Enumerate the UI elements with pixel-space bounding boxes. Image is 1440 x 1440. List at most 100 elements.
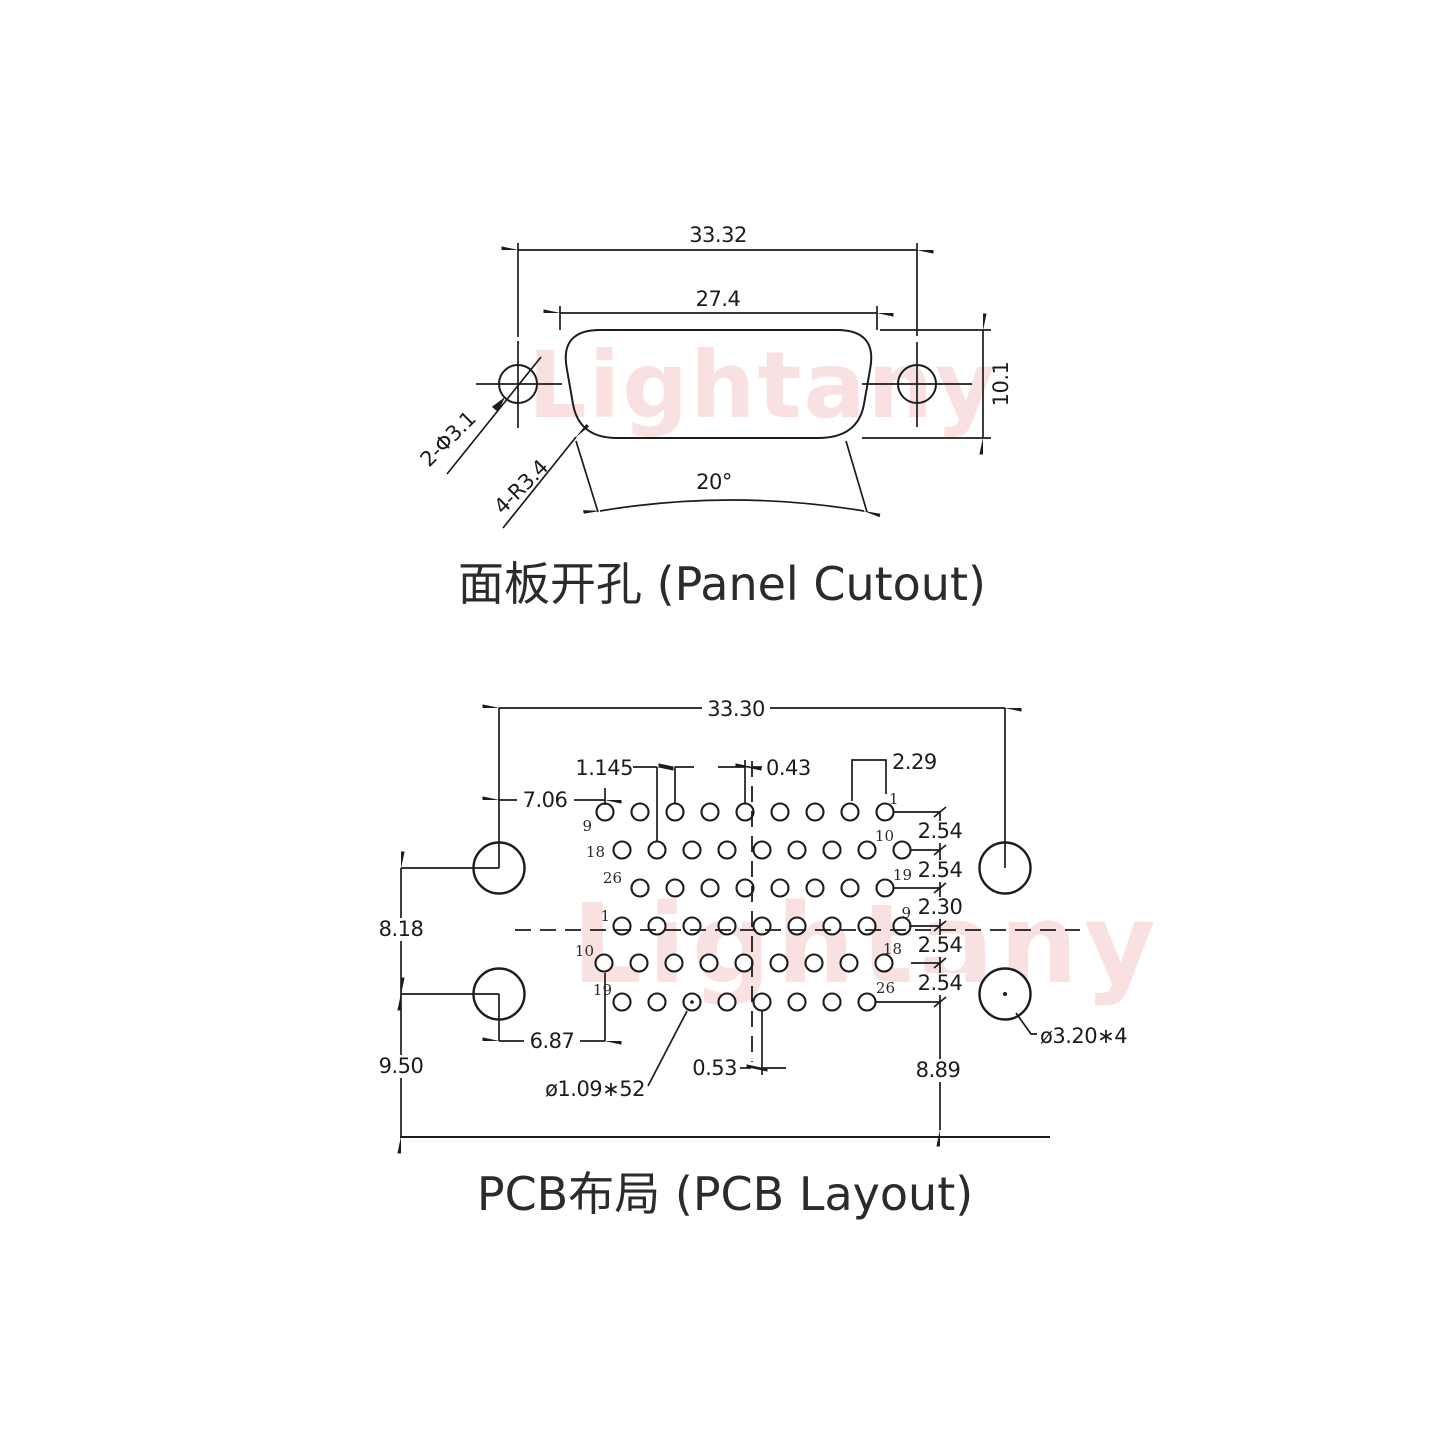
pin-hole [840, 878, 860, 898]
pin-hole [822, 916, 842, 936]
pin-hole [699, 953, 719, 973]
pin-hole [612, 916, 632, 936]
text-backer [376, 918, 426, 941]
dim-text-8-89: 8.89 [916, 1058, 961, 1082]
pin-hole [647, 916, 667, 936]
pin-hole [717, 916, 737, 936]
pin-label-left-row6: 19 [593, 981, 612, 999]
pin-label-right-row3: 19 [893, 866, 912, 884]
dim-text-spacing-5: 2.54 [918, 971, 963, 995]
mount-hole-leader [1015, 1012, 1037, 1035]
dim-text-0-53: 0.53 [692, 1056, 737, 1080]
pin-label-left-row3: 26 [603, 869, 622, 887]
pin-hole [787, 992, 807, 1012]
pin-hole [665, 878, 685, 898]
callout-corner-radius: 4-R3.4 [489, 437, 576, 529]
dim-text-33-32: 33.32 [689, 223, 747, 247]
dim-text-33-30: 33.30 [707, 697, 765, 721]
pin-hole [752, 992, 772, 1012]
dim-27-4: 27.4 [560, 287, 877, 330]
dim-text-2-29: 2.29 [892, 750, 937, 774]
dim-0-43 [718, 760, 762, 803]
pin-hole [735, 802, 755, 822]
pcb-layout-drawing: 33.30 7.06 1.145 0.43 2.29 2.54 2.54 2.3… [376, 697, 1128, 1221]
text-backer [376, 1055, 426, 1078]
pin-hole [805, 802, 825, 822]
dim-text-9-50: 9.50 [379, 1054, 424, 1078]
pin-label-right-row1: 1 [889, 790, 899, 808]
watermark-bottom: Lightany [572, 880, 1162, 1008]
pin-label-right-row2: 10 [875, 827, 894, 845]
text-backer [915, 973, 965, 995]
pin-hole [682, 916, 702, 936]
pin-hole [595, 802, 615, 822]
text-backer [913, 1059, 964, 1082]
pin-hole-center-dot [690, 1000, 694, 1004]
callout-text-mount-holes: ø3.20∗4 [1040, 1024, 1127, 1048]
dim-text-8-18: 8.18 [379, 917, 424, 941]
callout-text-2-phi3-1: 2-Φ3.1 [416, 407, 481, 472]
dim-33-32: 33.32 [518, 223, 917, 337]
pin-hole [822, 840, 842, 860]
pin-hole [839, 953, 859, 973]
dsub-cutout-outline [564, 329, 873, 439]
pin-label-left-row1: 9 [582, 817, 592, 835]
text-backer [915, 860, 965, 882]
text-backer [517, 789, 574, 811]
pin-hole [770, 878, 790, 898]
pin-hole [857, 916, 877, 936]
pin-hole [647, 992, 667, 1012]
dim-10-1: 10.1 [862, 330, 1013, 438]
text-backer [915, 897, 965, 919]
dim-1-145 [633, 767, 694, 841]
pin-hole [630, 802, 650, 822]
watermark-top: Lightany [528, 332, 997, 439]
pin-hole [612, 992, 632, 1012]
pin-label-left-row4: 1 [600, 907, 610, 925]
dim-text-spacing-3: 2.30 [918, 895, 963, 919]
pin-hole [805, 878, 825, 898]
pin-hole [700, 878, 720, 898]
dim-text-spacing-1: 2.54 [918, 819, 963, 843]
pin-hole [664, 953, 684, 973]
pin-hole [629, 953, 649, 973]
dim-text-20-degree: 20° [696, 470, 732, 494]
pin-hole [734, 953, 754, 973]
pin-hole [892, 840, 912, 860]
pin-hole [857, 992, 877, 1012]
pcb-layout-title: PCB布局 (PCB Layout) [477, 1167, 973, 1221]
pin-hole [594, 953, 614, 973]
text-backer [915, 935, 965, 957]
text-backer [915, 821, 965, 843]
dim-20-degree: 20° [575, 440, 867, 512]
dim-text-spacing-2: 2.54 [918, 858, 963, 882]
pin-hole [804, 953, 824, 973]
pin-label-right-row4: 9 [901, 904, 911, 922]
dim-text-6-87: 6.87 [530, 1029, 575, 1053]
pin-hole [717, 840, 737, 860]
pin-hole [630, 878, 650, 898]
pin-label-right-row6: 26 [876, 979, 895, 997]
callout-text-pin-holes: ø1.09∗52 [545, 1077, 645, 1101]
pin-hole [665, 802, 685, 822]
pin-hole [857, 840, 877, 860]
text-backer [702, 697, 770, 720]
pin-hole-leader [647, 1010, 688, 1087]
pin-hole [874, 953, 894, 973]
pin-hole [700, 802, 720, 822]
dim-text-0-43: 0.43 [766, 756, 811, 780]
pin-hole [717, 992, 737, 1012]
pin-hole [735, 878, 755, 898]
pin-hole-grid [594, 802, 912, 1012]
pin-hole [769, 953, 789, 973]
pin-label-right-row5: 18 [883, 940, 902, 958]
panel-cutout-title: 面板开孔 (Panel Cutout) [458, 557, 986, 611]
pin-hole [875, 878, 895, 898]
callout-text-4-r3-4: 4-R3.4 [489, 455, 553, 519]
pin-hole [682, 840, 702, 860]
pin-label-left-row2: 18 [586, 843, 605, 861]
text-backer [524, 1030, 580, 1053]
dim-0-53 [740, 1011, 786, 1075]
